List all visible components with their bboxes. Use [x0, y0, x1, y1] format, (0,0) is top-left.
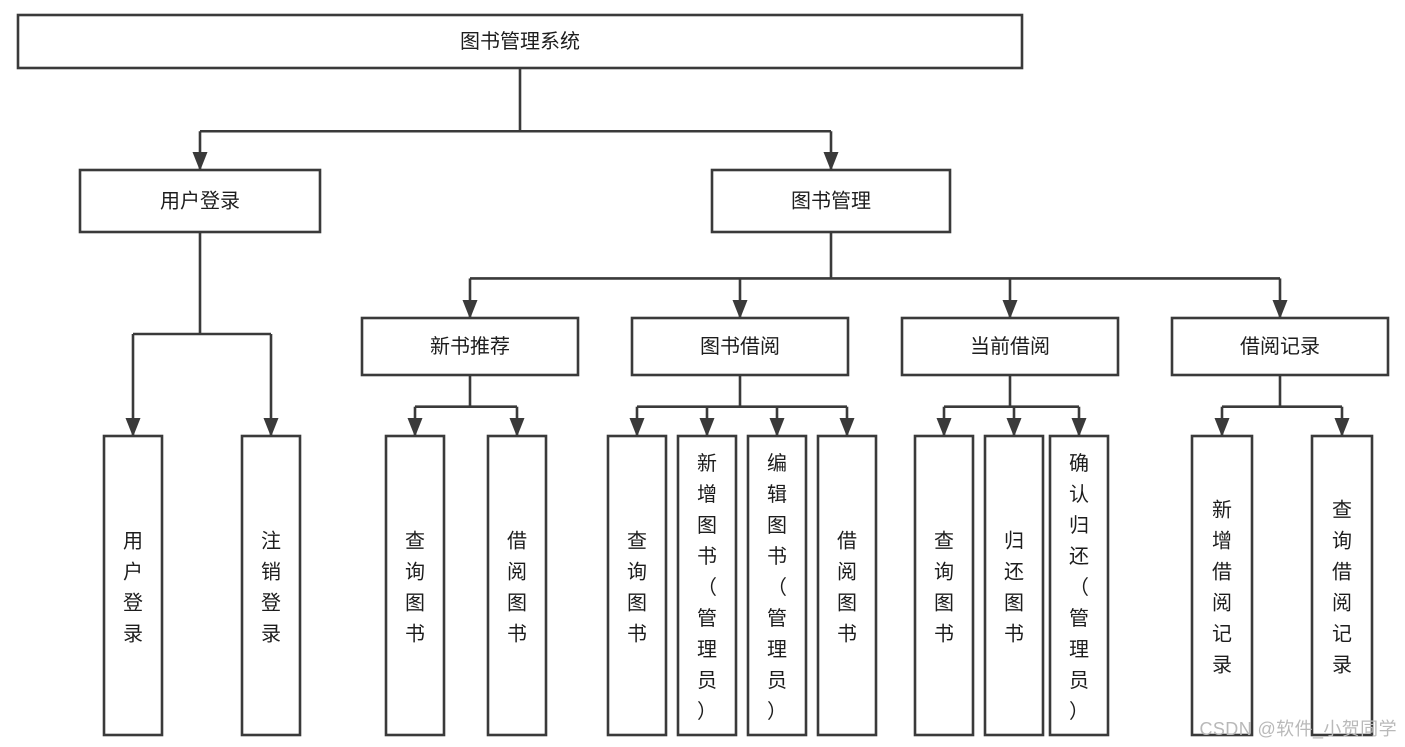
arrow-head-icon — [839, 418, 855, 437]
node-leaf-query-book-3-box[interactable] — [913, 434, 975, 737]
node-leaf-query-record-box[interactable] — [1310, 434, 1374, 737]
node-leaf-user-login-label: 用户登录 — [123, 531, 143, 646]
node-user-login[interactable]: 用户登录 — [78, 168, 322, 234]
node-user-login-box[interactable] — [78, 168, 322, 234]
node-current-borrow[interactable]: 当前借阅 — [900, 316, 1120, 377]
connectors-layer — [125, 68, 1350, 437]
node-leaf-user-logout-box[interactable] — [240, 434, 302, 737]
node-leaf-return-book-label: 归还图书 — [1004, 530, 1024, 646]
watermark: CSDN @软件_小贺同学 — [1199, 719, 1397, 739]
arrow-head-icon — [462, 300, 478, 319]
arrow-head-icon — [732, 300, 748, 319]
node-leaf-borrow-book-1-box[interactable] — [486, 434, 548, 737]
node-leaf-query-book-2[interactable]: 查询图书 — [606, 434, 668, 737]
arrow-head-icon — [936, 418, 952, 437]
arrow-head-icon — [1334, 418, 1350, 437]
node-leaf-user-logout[interactable]: 注销登录 — [240, 434, 302, 737]
node-root[interactable]: 图书管理系统 — [16, 13, 1024, 70]
arrow-head-icon — [1002, 300, 1018, 319]
node-book-borrow-box[interactable] — [630, 316, 850, 377]
node-leaf-add-book-label: 新增图书（管理员） — [697, 452, 717, 723]
nodes-layer: 图书管理系统用户登录图书管理新书推荐图书借阅当前借阅借阅记录用户登录注销登录查询… — [16, 13, 1390, 737]
node-borrow-record-label: 借阅记录 — [1240, 335, 1320, 358]
node-borrow-record[interactable]: 借阅记录 — [1170, 316, 1390, 377]
arrow-head-icon — [1214, 418, 1230, 437]
node-leaf-edit-book-box[interactable] — [746, 434, 808, 737]
node-root-label: 图书管理系统 — [460, 30, 580, 53]
node-leaf-query-book-2-box[interactable] — [606, 434, 668, 737]
node-leaf-return-book-box[interactable] — [983, 434, 1045, 737]
node-leaf-query-record[interactable]: 查询借阅记录 — [1310, 434, 1374, 737]
node-book-manage-label: 图书管理 — [791, 189, 871, 212]
arrow-head-icon — [1071, 418, 1087, 437]
node-leaf-user-login[interactable]: 用户登录 — [102, 434, 164, 737]
node-book-manage-box[interactable] — [710, 168, 952, 234]
node-leaf-add-book-box[interactable] — [676, 434, 738, 737]
node-root-box[interactable] — [16, 13, 1024, 70]
node-user-login-label: 用户登录 — [160, 189, 240, 212]
arrow-head-icon — [629, 418, 645, 437]
arrow-head-icon — [407, 418, 423, 437]
arrow-head-icon — [125, 418, 141, 437]
node-leaf-borrow-book-2[interactable]: 借阅图书 — [816, 434, 878, 737]
arrow-head-icon — [509, 418, 525, 437]
node-leaf-add-record-box[interactable] — [1190, 434, 1254, 737]
node-leaf-user-login-box[interactable] — [102, 434, 164, 737]
node-leaf-confirm-return-box[interactable] — [1048, 434, 1110, 737]
node-leaf-query-book-1-label: 查询图书 — [405, 530, 425, 646]
arrow-head-icon — [823, 152, 839, 171]
node-leaf-add-book[interactable]: 新增图书（管理员） — [676, 434, 738, 737]
node-new-book-rec[interactable]: 新书推荐 — [360, 316, 580, 377]
node-leaf-borrow-book-2-label: 借阅图书 — [837, 530, 857, 646]
node-book-manage[interactable]: 图书管理 — [710, 168, 952, 234]
arrow-head-icon — [1272, 300, 1288, 319]
node-leaf-add-record[interactable]: 新增借阅记录 — [1190, 434, 1254, 737]
arrow-head-icon — [192, 152, 208, 171]
node-leaf-user-logout-label: 注销登录 — [261, 530, 281, 646]
node-current-borrow-box[interactable] — [900, 316, 1120, 377]
node-new-book-rec-label: 新书推荐 — [430, 335, 510, 358]
arrow-head-icon — [769, 418, 785, 437]
node-leaf-confirm-return[interactable]: 确认归还（管理员） — [1048, 434, 1110, 737]
node-leaf-query-book-2-label: 查询图书 — [627, 530, 647, 646]
arrow-head-icon — [699, 418, 715, 437]
arrow-head-icon — [1006, 418, 1022, 437]
node-leaf-query-book-3-label: 查询图书 — [934, 530, 954, 646]
node-borrow-record-box[interactable] — [1170, 316, 1390, 377]
node-leaf-return-book[interactable]: 归还图书 — [983, 434, 1045, 737]
node-leaf-confirm-return-label: 确认归还（管理员） — [1069, 452, 1089, 723]
node-book-borrow[interactable]: 图书借阅 — [630, 316, 850, 377]
node-leaf-query-book-1-box[interactable] — [384, 434, 446, 737]
node-leaf-edit-book-label: 编辑图书（管理员） — [767, 452, 787, 723]
node-leaf-edit-book[interactable]: 编辑图书（管理员） — [746, 434, 808, 737]
node-leaf-query-record-label: 查询借阅记录 — [1332, 499, 1352, 677]
node-leaf-borrow-book-1[interactable]: 借阅图书 — [486, 434, 548, 737]
node-current-borrow-label: 当前借阅 — [970, 335, 1050, 358]
node-leaf-borrow-book-1-label: 借阅图书 — [507, 530, 527, 646]
node-leaf-borrow-book-2-box[interactable] — [816, 434, 878, 737]
node-leaf-query-book-3[interactable]: 查询图书 — [913, 434, 975, 737]
node-leaf-query-book-1[interactable]: 查询图书 — [384, 434, 446, 737]
node-new-book-rec-box[interactable] — [360, 316, 580, 377]
node-leaf-add-record-label: 新增借阅记录 — [1212, 499, 1232, 677]
arrow-head-icon — [263, 418, 279, 437]
node-book-borrow-label: 图书借阅 — [700, 335, 780, 358]
